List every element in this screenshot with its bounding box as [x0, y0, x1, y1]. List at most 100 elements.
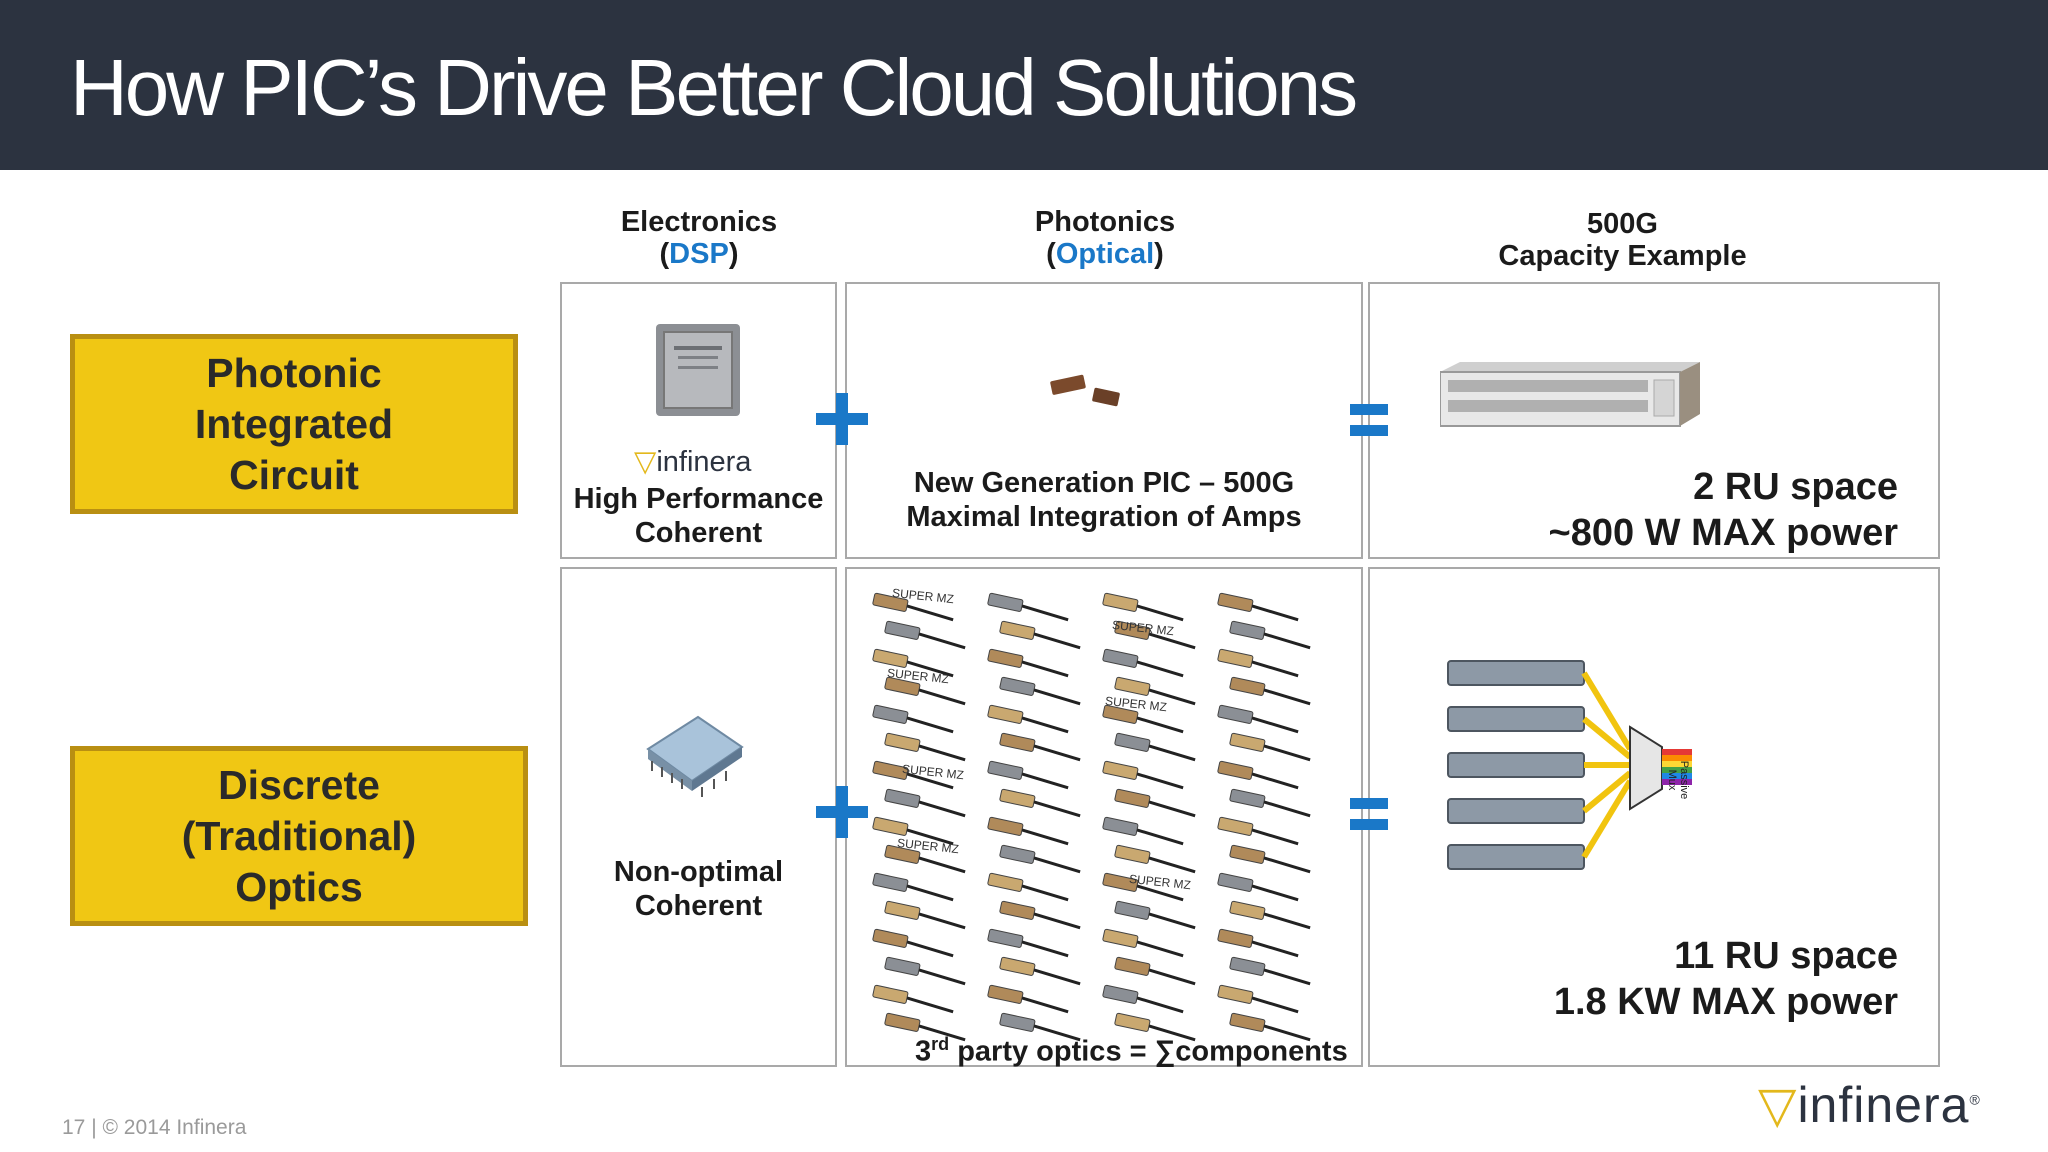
optical-component [1229, 956, 1311, 986]
optical-component [884, 844, 966, 874]
optical-component [1102, 928, 1184, 958]
discrete-capacity-text: 11 RU space 1.8 KW MAX power [1553, 935, 1898, 1023]
cell-pic-photonics: New Generation PIC – 500G Maximal Integr… [845, 282, 1363, 559]
optical-component [999, 620, 1081, 650]
optical-component [987, 592, 1069, 622]
optical-component [884, 732, 966, 762]
photonics-subheading: (Optical) [1046, 238, 1164, 270]
photonics-heading: Photonics [1034, 206, 1176, 238]
label-photonic-integrated-circuit: Photonic Integrated Circuit [70, 334, 518, 514]
optical-component [1217, 648, 1299, 678]
optical-component [1229, 900, 1311, 930]
optical-component [1217, 704, 1299, 734]
optical-component [1102, 760, 1184, 790]
chassis-2ru-icon [1440, 362, 1700, 427]
column-header-electronics: Electronics (DSP) [560, 206, 838, 270]
cell-pic-electronics: ▽infinera High Performance Coherent [560, 282, 837, 559]
optical-component [1114, 788, 1196, 818]
optical-component [987, 648, 1069, 678]
passive-mux-label: Passive Mux [1666, 760, 1690, 800]
optical-component [1114, 844, 1196, 874]
optical-component [1114, 676, 1196, 706]
slide-title: How PIC’s Drive Better Cloud Solutions [70, 43, 1358, 132]
optical-component [999, 788, 1081, 818]
optical-component [1102, 704, 1184, 734]
optical-component [1102, 592, 1184, 622]
infinera-logo: ▽infinera® [1758, 1077, 1981, 1133]
optical-component [872, 704, 954, 734]
optical-component [987, 816, 1069, 846]
optical-component [872, 760, 954, 790]
optical-component [1217, 592, 1299, 622]
column-header-photonics: Photonics (Optical) [845, 206, 1365, 270]
column-header-capacity: 500G Capacity Example [1370, 208, 1875, 272]
optical-component [1102, 648, 1184, 678]
electronics-heading: Electronics [620, 206, 778, 238]
optical-component [1102, 816, 1184, 846]
electronics-subheading: (DSP) [659, 238, 739, 270]
pic-photonics-text: New Generation PIC – 500G Maximal Integr… [906, 467, 1302, 533]
capacity-subheading: Capacity Example [1498, 240, 1747, 272]
optical-component [884, 900, 966, 930]
component-grid [872, 592, 1311, 1042]
optical-component [884, 620, 966, 650]
optical-component [1229, 844, 1311, 874]
optical-component [999, 676, 1081, 706]
optical-component [1229, 676, 1311, 706]
optical-component [999, 1012, 1081, 1042]
optical-component [872, 984, 954, 1014]
optical-component [872, 872, 954, 902]
optical-accent: Optical [1055, 238, 1155, 270]
optical-component [999, 956, 1081, 986]
optical-component [1229, 732, 1311, 762]
optical-component [987, 928, 1069, 958]
optical-component [1114, 900, 1196, 930]
footer-text: 17 | © 2014 Infinera [62, 1116, 247, 1139]
pic-electronics-text: High Performance Coherent [573, 483, 824, 549]
label-discrete-traditional-optics: Discrete (Traditional) Optics [70, 746, 528, 926]
optical-component [999, 844, 1081, 874]
optical-component [1217, 760, 1299, 790]
optical-component [872, 648, 954, 678]
cell-discrete-photonics: SUPER MZ SUPER MZ SUPER MZ SUPER MZ SUPE… [845, 567, 1363, 1068]
cell-pic-capacity: 2 RU space ~800 W MAX power [1368, 282, 1940, 559]
optical-component [1217, 928, 1299, 958]
optical-component [884, 1012, 966, 1042]
cpu-chip-icon [646, 715, 744, 797]
optical-component [1114, 1012, 1196, 1042]
optical-component [1217, 984, 1299, 1014]
pic-chip-icon [1050, 374, 1120, 407]
discrete-electronics-text: Non-optimal Coherent [613, 856, 784, 922]
optical-component [1102, 984, 1184, 1014]
optical-component [999, 900, 1081, 930]
optical-component [987, 984, 1069, 1014]
optical-component [1229, 620, 1311, 650]
optical-component [872, 592, 954, 622]
optical-component [1217, 872, 1299, 902]
third-party-caption: 3rd party optics = ∑components [915, 1034, 1348, 1068]
optical-component [884, 956, 966, 986]
infinera-chip-logo: ▽infinera [634, 446, 752, 478]
optical-component [884, 676, 966, 706]
cell-discrete-electronics: Non-optimal Coherent [560, 567, 837, 1067]
optical-component [1229, 1012, 1311, 1042]
optical-component [987, 760, 1069, 790]
capacity-heading: 500G [1587, 208, 1658, 240]
dsp-accent: DSP [669, 238, 729, 270]
optical-component [1114, 732, 1196, 762]
cell-discrete-capacity: Passive Mux 11 RU space 1.8 KW MAX power [1368, 567, 1940, 1067]
optical-component [1229, 788, 1311, 818]
optical-component [1114, 620, 1196, 650]
optical-component [999, 732, 1081, 762]
title-bar [0, 0, 2048, 170]
optical-component [1114, 956, 1196, 986]
pic-capacity-text: 2 RU space ~800 W MAX power [1548, 466, 1898, 554]
discrete-chassis-mux-diagram [1447, 660, 1692, 870]
optical-components-collage [872, 592, 1311, 1042]
dsp-chip-icon [656, 324, 740, 416]
optical-component [1217, 816, 1299, 846]
optical-component [987, 704, 1069, 734]
optical-component [872, 816, 954, 846]
optical-component [872, 928, 954, 958]
optical-component [1102, 872, 1184, 902]
